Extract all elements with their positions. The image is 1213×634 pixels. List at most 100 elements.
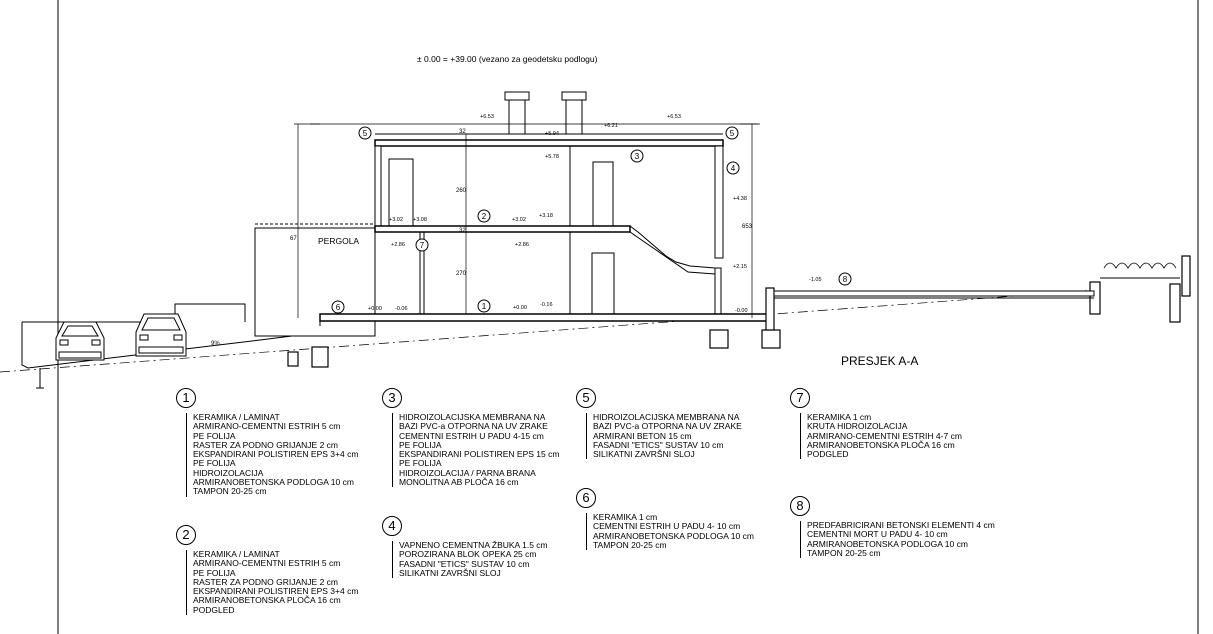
level-right-wall-lower: +2.15 [733,264,747,270]
marker-2: 2 [477,209,491,223]
legend-item: ARMIRANOBETONSKA PLOČA 16 cm [807,439,955,450]
legend-item: TAMPON 20-25 cm [193,486,267,497]
legend-item: HIDROIZOLACIJA [193,467,264,478]
terrain-line [0,289,1096,373]
legend-number: 7 [790,388,810,408]
level-upper-slab-below: +5.78 [545,154,559,160]
legend-5: 5 HIDROIZOLACIJSKA MEMBRANA NA BAZI PVC-… [576,388,742,460]
legend-item: ARMIRANO-CEMENTNI ESTRIH 4-7 cm [807,430,962,441]
level-first-left-b: +3.08 [413,217,427,223]
legend-7: 7 KERAMIKA 1 cm KRUTA HIDROIZOLACIJA ARM… [790,388,962,460]
level-ground-mid-a: +0.00 [513,305,527,311]
legend-item: HIDROIZOLACIJSKA MEMBRANA NA [399,412,546,422]
legend-item: PODGLED [193,604,235,615]
legend-item: KERAMIKA 1 cm [807,412,872,422]
legend-8: 8 PREDFABRICIRANI BETONSKI ELEMENTI 4 cm… [790,496,995,559]
legend-item: EKSPANDIRANI POLISTIREN EPS 3+4 cm [193,586,359,597]
legend-item: FASADNI "ETICS" SUSTAV 10 cm [399,558,530,569]
svg-text:1: 1 [482,302,487,311]
legend-list: KERAMIKA / LAMINAT ARMIRANO-CEMENTNI EST… [186,412,359,497]
pergola [254,223,376,337]
legend-item: RASTER ZA PODNO GRIJANJE 2 cm [193,439,338,450]
level-roof-top-left: +6.53 [480,114,494,120]
header-note: ± 0.00 = +39.00 (vezano za geodetsku pod… [417,54,598,64]
legend-item: BAZI PVC-a OTPORNA NA UV ZRAKE [399,421,548,432]
svg-text:2: 2 [482,212,487,221]
level-roof-mid: +6.21 [604,123,618,129]
legend-item: POROZIRANA BLOK OPEKA 25 cm [399,549,537,560]
svg-text:6: 6 [336,303,341,312]
level-terrace: -1.05 [809,277,822,283]
slope-label: 9% [211,341,220,347]
legend-item: PE FOLIJA [193,458,236,469]
car-left [55,321,105,361]
legend-6: 6 KERAMIKA 1 cm CEMENTNI ESTRIH U PADU 4… [576,488,754,551]
legend-item: KRUTA HIDROIZOLACIJA [807,421,908,432]
legend-item: ARMIRANOBETONSKA PODLOGA 10 cm [593,530,754,541]
legend-3: 3 HIDROIZOLACIJSKA MEMBRANA NA BAZI PVC-… [382,388,560,488]
legend-item: SILIKATNI ZAVRŠNI SLOJ [399,567,501,578]
level-right-wall-upper: +4.38 [733,196,747,202]
level-ground-mid-b: -0.16 [540,302,553,308]
legend-list: KERAMIKA 1 cm KRUTA HIDROIZOLACIJA ARMIR… [800,412,962,460]
legend-item: RASTER ZA PODNO GRIJANJE 2 cm [193,576,338,587]
legend-item: KERAMIKA / LAMINAT [193,412,280,422]
level-ground-left-a: +0.00 [368,306,382,312]
level-first-mid-b: +3.18 [539,213,553,219]
legend-item: PE FOLIJA [193,430,236,441]
legend-item: FASADNI "ETICS" SUSTAV 10 cm [593,439,724,450]
legend-item: PE FOLIJA [399,458,442,469]
legend-item: SILIKATNI ZAVRŠNI SLOJ [593,449,695,460]
level-first-mid-a: +3.02 [512,217,526,223]
legend-item: EKSPANDIRANI POLISTIREN EPS 3+4 cm [193,449,359,460]
terrace [773,262,1180,299]
legend-item: BAZI PVC-a OTPORNA NA UV ZRAKE [593,421,742,432]
legend-list: HIDROIZOLACIJSKA MEMBRANA NA BAZI PVC-a … [392,412,560,488]
svg-text:7: 7 [420,241,425,250]
legend-item: PE FOLIJA [193,567,236,578]
svg-text:5: 5 [730,129,735,138]
marker-5-left: 5 [358,126,372,140]
legend-list: KERAMIKA / LAMINAT ARMIRANO-CEMENTNI EST… [186,549,359,616]
level-roof-top-right: +6.53 [667,114,681,120]
legend-item: HIDROIZOLACIJA / PARNA BRANA [399,467,536,478]
svg-text:4: 4 [731,164,736,173]
legend-item: TAMPON 20-25 cm [593,539,667,550]
markers: 5 5 3 4 2 7 6 1 8 [331,126,852,314]
legend-item: CEMENTNI MORT U PADU 4- 10 cm [807,529,948,540]
level-ground-left-b: -0.06 [395,306,408,312]
pergola-label: PERGOLA [318,236,359,246]
legend-item: ARMIRANOBETONSKA PODLOGA 10 cm [193,477,354,488]
dim-right-total: 653 [742,224,753,230]
legend-item: PREDFABRICIRANI BETONSKI ELEMENTI 4 cm [807,520,995,530]
legend-2: 2 KERAMIKA / LAMINAT ARMIRANO-CEMENTNI E… [176,525,359,616]
level-first-below-mid: +2.86 [515,242,529,248]
legend-item: KERAMIKA 1 cm [593,512,658,522]
marker-3: 3 [630,149,644,163]
marker-1: 1 [477,299,491,313]
legend-item: ARMIRANI BETON 15 cm [593,430,692,441]
level-first-below-left: +2.86 [391,242,405,248]
dim-roof: 32 [459,129,466,135]
svg-text:5: 5 [363,129,368,138]
dim-slab: 32 [459,228,466,234]
legend-item: ARMIRANOBETONSKA PODLOGA 10 cm [807,538,968,549]
legend-item: VAPNENO CEMENTNA ŽBUKA 1.5 cm [399,540,548,550]
car-right [135,313,187,357]
legend-item: KERAMIKA / LAMINAT [193,549,280,559]
svg-text:8: 8 [843,275,848,284]
footings [287,255,1191,368]
legend-item: ARMIRANO-CEMENTNI ESTRIH 5 cm [193,421,341,432]
legend-item: CEMENTNI ESTRIH U PADU 4- 10 cm [593,521,741,532]
legend-4: 4 VAPNENO CEMENTNA ŽBUKA 1.5 cm POROZIRA… [382,516,548,579]
legend-item: ARMIRANO-CEMENTNI ESTRIH 5 cm [193,558,341,569]
level-marks: +6.53 +6.53 +6.21 +5.94 +5.78 +4.38 +3.0… [368,114,822,314]
legend-list: HIDROIZOLACIJSKA MEMBRANA NA BAZI PVC-a … [586,412,742,460]
level-ground-right: -0.00 [735,308,748,314]
legend-item: EKSPANDIRANI POLISTIREN EPS 15 cm [399,449,560,460]
marker-8: 8 [838,272,852,286]
dim-lower-floor: 270 [456,271,467,277]
legend-number: 5 [576,388,596,408]
level-upper-slab: +5.94 [545,131,559,137]
